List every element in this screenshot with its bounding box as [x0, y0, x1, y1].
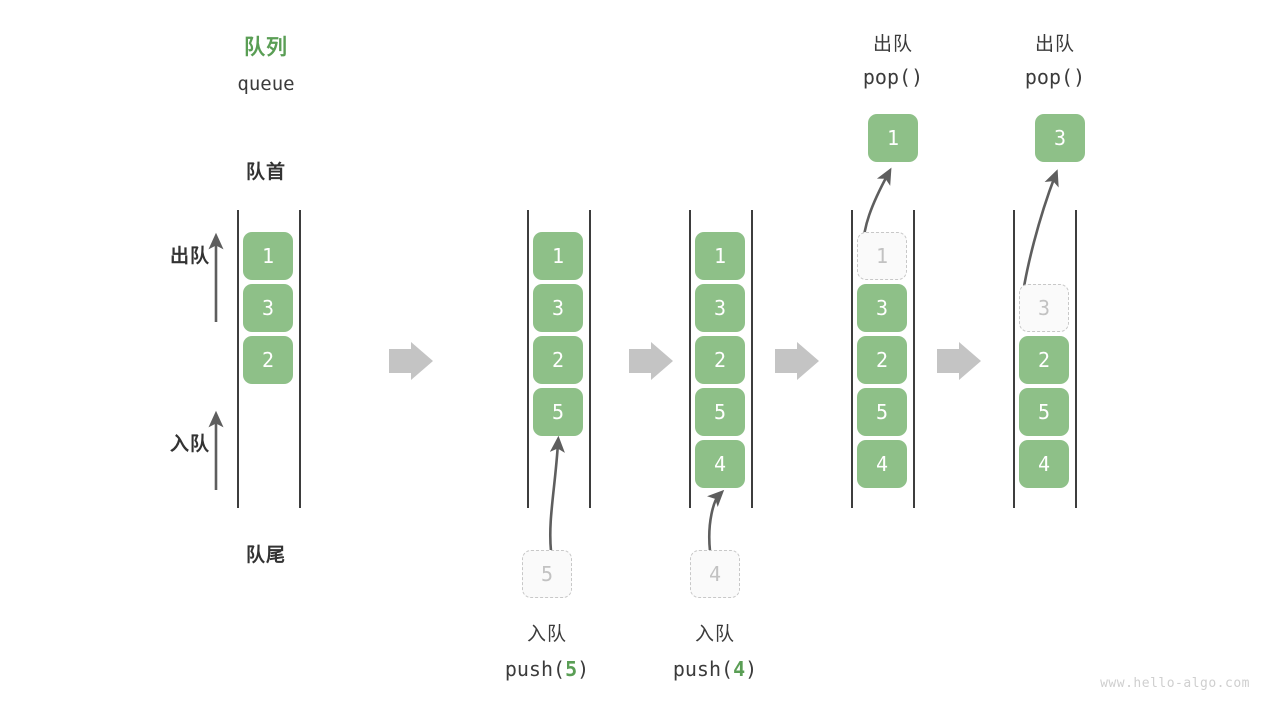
pop-op-label-cn: 出队	[872, 34, 913, 55]
queue-cell: 2	[533, 336, 583, 384]
queue-rail-right-1	[299, 210, 301, 508]
queue-rail-right-5	[1075, 210, 1077, 508]
queue-cell: 2	[857, 336, 907, 384]
queue-cell: 5	[1019, 388, 1069, 436]
push-code-suffix: )	[577, 657, 590, 681]
front-label: 队首	[245, 162, 286, 183]
push-code-arg: 5	[565, 657, 578, 681]
flow-arrow-3	[775, 342, 819, 380]
incoming-ghost-cell: 5	[522, 550, 572, 598]
rear-label: 队尾	[245, 545, 286, 566]
flow-arrow-2	[629, 342, 673, 380]
push-code-prefix: push(	[672, 657, 734, 681]
queue-cell: 1	[243, 232, 293, 280]
queue-rail-left-4	[851, 210, 853, 508]
queue-cell: 2	[243, 336, 293, 384]
queue-cell: 3	[857, 284, 907, 332]
push-code-suffix: )	[745, 657, 758, 681]
queue-title-cn: 队列	[244, 36, 288, 59]
queue-cell: 5	[695, 388, 745, 436]
queue-cell: 2	[695, 336, 745, 384]
queue-cell: 3	[695, 284, 745, 332]
push-op-label-cn: 入队	[526, 624, 567, 645]
pop-code-prefix: pop(	[1024, 65, 1074, 89]
removed-ghost-cell: 1	[857, 232, 907, 280]
queue-cell-new: 5	[533, 388, 583, 436]
queue-cell: 3	[533, 284, 583, 332]
push-op-label-code: push(4)	[655, 656, 775, 682]
watermark: www.hello-algo.com	[1100, 676, 1250, 691]
queue-rail-left-2	[527, 210, 529, 508]
push-code-arg: 4	[733, 657, 746, 681]
push-code-prefix: push(	[504, 657, 566, 681]
queue-cell: 4	[1019, 440, 1069, 488]
queue-cell-new: 4	[695, 440, 745, 488]
popped-cell: 1	[868, 114, 918, 162]
queue-rail-left-3	[689, 210, 691, 508]
incoming-ghost-cell: 4	[690, 550, 740, 598]
queue-cell: 1	[695, 232, 745, 280]
pop-op-label-code: pop()	[833, 64, 953, 90]
queue-rail-left-1	[237, 210, 239, 508]
queue-cell: 2	[1019, 336, 1069, 384]
flow-arrow-4	[937, 342, 981, 380]
push-op-label-cn: 入队	[694, 624, 735, 645]
push-op-label-code: push(5)	[487, 656, 607, 682]
flow-arrow-1	[389, 342, 433, 380]
enqueue-side-label: 入队	[169, 434, 210, 455]
queue-cell: 5	[857, 388, 907, 436]
queue-rail-right-3	[751, 210, 753, 508]
queue-rail-right-4	[913, 210, 915, 508]
queue-cell: 1	[533, 232, 583, 280]
queue-rail-left-5	[1013, 210, 1015, 508]
pop-code-suffix: )	[1073, 65, 1086, 89]
queue-title-code: queue	[237, 73, 295, 95]
pop-code-prefix: pop(	[862, 65, 912, 89]
removed-ghost-cell: 3	[1019, 284, 1069, 332]
push-arrow-4	[707, 489, 725, 552]
popped-cell: 3	[1035, 114, 1085, 162]
queue-rail-right-2	[589, 210, 591, 508]
pop-code-suffix: )	[911, 65, 924, 89]
pop-op-label-cn: 出队	[1034, 34, 1075, 55]
queue-cell: 3	[243, 284, 293, 332]
queue-cell: 4	[857, 440, 907, 488]
pop-op-label-code: pop()	[995, 64, 1115, 90]
dequeue-side-label: 出队	[169, 246, 210, 267]
push-arrow-5	[548, 435, 565, 552]
